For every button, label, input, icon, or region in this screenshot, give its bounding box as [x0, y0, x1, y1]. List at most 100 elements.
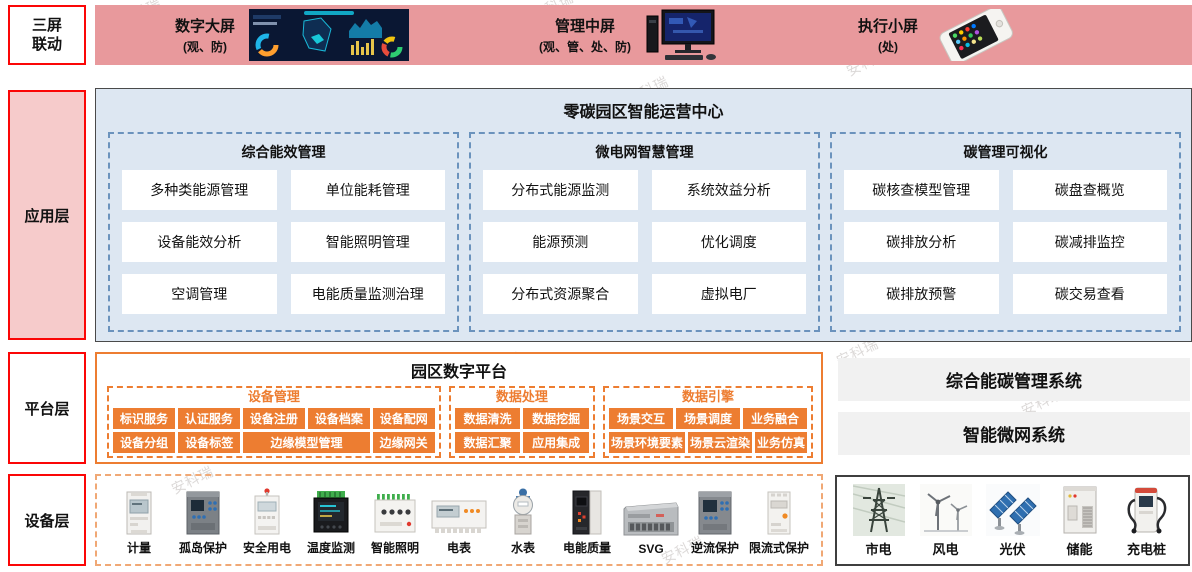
band-subtitle: (处) — [878, 40, 899, 54]
source-label: 充电桩 — [1126, 542, 1166, 557]
band-item-big-screen: 数字大屏 (观、防) — [175, 9, 410, 61]
app-group-carbon: 碳管理可视化 碳核查模型管理 碳盘查概览 碳排放分析 碳减排监控 碳排放预警 碳… — [830, 132, 1181, 332]
pf-group-title: 数据处理 — [495, 389, 548, 404]
app-module: 碳减排监控 — [1012, 222, 1167, 262]
din-energy-meter-icon — [126, 491, 152, 535]
band-text: 管理中屏 (观、管、处、防) — [539, 15, 631, 55]
rail-label-line: 联动 — [31, 36, 62, 53]
pf-row: 场景环境要素 场景云渲染 业务仿真 — [608, 432, 807, 453]
rail-label-line: 三屏 — [31, 17, 62, 34]
band-subtitle: (观、防) — [183, 40, 227, 54]
band-title: 管理中屏 — [555, 18, 616, 35]
app-module: 空调管理 — [122, 274, 277, 314]
band-item-small-screen: 执行小屏 (处) — [858, 9, 1020, 61]
device-label: SVG — [638, 542, 664, 556]
reverse-flow-relay-icon — [698, 491, 732, 535]
device-item: 计量 — [107, 490, 171, 556]
pf-group-title: 数据引擎 — [681, 389, 734, 404]
power-quality-device-icon — [572, 490, 602, 535]
band-item-mid-screen: 管理中屏 (观、管、处、防) — [539, 8, 723, 62]
app-group-energy-efficiency: 综合能效管理 多种类能源管理 单位能耗管理 设备能效分析 智能照明管理 空调管理… — [108, 132, 459, 332]
smartphone-icon — [939, 9, 1013, 61]
pf-module: 认证服务 — [177, 408, 240, 429]
electric-meter-icon — [431, 500, 487, 533]
device-label: 计量 — [126, 541, 151, 555]
wind-turbine-icon — [919, 484, 972, 536]
source-label: 储能 — [1066, 542, 1093, 557]
source-item: 光伏 — [979, 484, 1046, 558]
device-item: SVG — [619, 497, 683, 556]
source-item: 储能 — [1046, 484, 1113, 558]
dashboard-screen-icon — [249, 9, 410, 61]
pf-module: 设备分组 — [113, 432, 176, 453]
device-item: 孤岛保护 — [171, 490, 235, 556]
pf-group-data-engine: 数据引擎 场景交互 场景调度 业务融合 场景环境要素 场景云渲染 业务仿真 — [602, 386, 813, 458]
device-label: 安全用电 — [242, 541, 291, 555]
rail-label-device-layer: 设备层 — [8, 474, 86, 566]
device-item: 智能照明 — [363, 492, 427, 556]
pf-group-device-management: 设备管理 标识服务 认证服务 设备注册 设备档案 设备配网 设备分组 设备标签 … — [107, 386, 441, 458]
device-layer-panel: 计量 孤岛保护 — [95, 474, 823, 566]
device-item: 电能质量 — [555, 488, 619, 556]
platform-layer-panel: 园区数字平台 设备管理 标识服务 认证服务 设备注册 设备档案 设备配网 设备分… — [95, 352, 823, 464]
app-module: 分布式能源监测 — [483, 170, 638, 210]
svg-cabinet-icon — [623, 502, 679, 536]
battery-storage-cabinet-icon — [1063, 486, 1096, 534]
pf-module: 场景环境要素 — [608, 432, 685, 453]
rail-label-application-layer: 应用层 — [8, 90, 86, 340]
band-title: 执行小屏 — [858, 18, 919, 35]
source-item: 充电桩 — [1113, 484, 1180, 558]
pf-module: 场景交互 — [608, 408, 673, 429]
pf-module: 数据汇聚 — [454, 432, 521, 453]
system-box-microgrid: 智能微网系统 — [838, 412, 1190, 455]
app-module: 碳盘查概览 — [1012, 170, 1167, 210]
platform-title: 园区数字平台 — [410, 364, 507, 381]
device-item: 安全用电 — [235, 488, 299, 556]
platform-groups: 设备管理 标识服务 认证服务 设备注册 设备档案 设备配网 设备分组 设备标签 … — [97, 382, 821, 458]
device-item: 逆流保护 — [683, 490, 747, 556]
pf-module: 业务仿真 — [754, 432, 807, 453]
app-grid: 分布式能源监测 系统效益分析 能源预测 优化调度 分布式资源聚合 虚拟电厂 — [483, 170, 806, 314]
pf-module: 场景调度 — [675, 408, 740, 429]
source-label: 风电 — [932, 542, 959, 557]
pf-module: 设备注册 — [242, 408, 305, 429]
source-label: 市电 — [865, 542, 892, 557]
rail-label-platform-layer: 平台层 — [8, 352, 86, 464]
device-label: 孤岛保护 — [178, 541, 227, 555]
desktop-computer-icon — [646, 9, 717, 60]
source-item: 风电 — [912, 484, 979, 558]
app-module: 电能质量监测治理 — [290, 274, 445, 314]
rail-label-three-screens: 三屏 联动 — [8, 5, 86, 65]
device-item: 限流式保护 — [747, 490, 811, 556]
app-module: 碳排放分析 — [844, 222, 999, 262]
pf-module: 标识服务 — [113, 408, 175, 429]
current-limiting-module-icon — [767, 491, 791, 535]
device-item: 温度监测 — [299, 490, 363, 556]
device-label: 电能质量 — [562, 541, 611, 555]
band-title: 数字大屏 — [175, 18, 236, 35]
pf-module: 设备标签 — [178, 432, 241, 453]
band-subtitle: (观、管、处、防) — [539, 40, 632, 54]
pf-row: 场景交互 场景调度 业务融合 — [608, 408, 807, 429]
app-module: 智能照明管理 — [290, 222, 445, 262]
pf-group-title: 设备管理 — [247, 389, 300, 404]
pf-module: 数据挖掘 — [523, 408, 589, 429]
device-label: 温度监测 — [306, 541, 355, 555]
pf-module: 边缘模型管理 — [243, 432, 370, 453]
app-module: 虚拟电厂 — [651, 274, 806, 314]
app-module: 多种类能源管理 — [122, 170, 277, 210]
ev-charger-icon — [1127, 487, 1166, 534]
device-label: 电表 — [446, 541, 471, 555]
pf-row: 数据汇聚 应用集成 — [454, 432, 589, 453]
pf-module: 设备配网 — [372, 408, 435, 429]
device-label: 限流式保护 — [748, 541, 809, 555]
energy-source-panel: 市电 风电 — [835, 475, 1190, 566]
solar-panel-icon — [985, 484, 1040, 536]
device-label: 智能照明 — [370, 541, 419, 555]
pf-module: 数据清洗 — [454, 408, 521, 429]
pf-module: 应用集成 — [523, 432, 589, 453]
pf-row: 数据清洗 数据挖掘 — [454, 408, 589, 429]
pf-module: 设备档案 — [307, 408, 370, 429]
pf-module: 场景云渲染 — [687, 432, 752, 453]
app-module: 单位能耗管理 — [290, 170, 445, 210]
